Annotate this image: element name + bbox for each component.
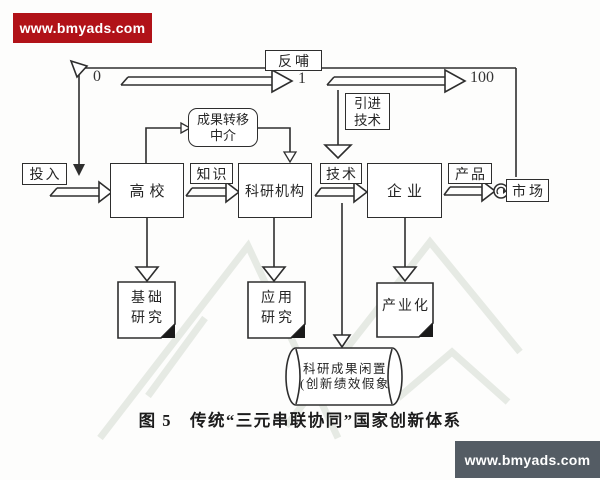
node-transfer-intermediary: 成果转移 中介 — [188, 108, 258, 147]
applied-research-line2: 研究 — [261, 311, 295, 326]
arrow-enterprise-to-market — [443, 179, 497, 203]
banner-bottom-url: www.bmyads.com — [464, 451, 591, 468]
shape-industrialization-note — [376, 282, 434, 338]
line-imported-tech-arrow — [323, 90, 353, 160]
input-label: 投入 — [29, 168, 62, 183]
transfer-intermediary-line2: 中介 — [209, 127, 236, 143]
banner-top-url: www.bmyads.com — [19, 20, 146, 36]
line-institute-to-applied — [261, 218, 287, 283]
shape-applied-research-note — [247, 281, 306, 339]
feedback-down-arrowhead-icon — [73, 164, 85, 176]
product-label: 产品 — [455, 167, 487, 183]
label-product: 产品 — [448, 163, 492, 184]
node-industrialization: 产业化 — [377, 285, 433, 325]
university-label: 高校 — [129, 184, 170, 200]
label-hundred: 100 — [470, 69, 494, 86]
label-knowledge: 知识 — [190, 163, 233, 184]
feedback-loop-path — [69, 59, 517, 177]
line-technology-to-idle — [332, 203, 352, 349]
feedback-label: 反哺 — [278, 54, 312, 70]
line-enterprise-to-industrialization — [392, 218, 418, 283]
industrialization-label: 产业化 — [382, 299, 430, 314]
idle-achievements-line1: 科研成果闲置 — [302, 362, 387, 376]
line-intermediary-to-institute — [258, 127, 298, 164]
line-university-to-intermediary — [145, 121, 192, 163]
basic-research-line1: 基础 — [131, 291, 165, 306]
watermark-banner-bottom: www.bmyads.com — [455, 441, 600, 478]
transfer-intermediary-line1: 成果转移 — [196, 112, 249, 127]
figure-caption: 图 5 传统“三元串联协同”国家创新体系 — [138, 411, 462, 430]
idle-achievements-line2: (创新绩效假象 — [300, 377, 390, 391]
node-enterprise: 企业 — [367, 163, 442, 218]
arrow-input-to-university — [49, 180, 114, 204]
flow-scale-arrow-1-100 — [326, 68, 467, 94]
flow-scale-arrow-0-1 — [120, 68, 294, 94]
node-applied-research: 应用 研究 — [248, 287, 305, 331]
node-feedback: 反哺 — [265, 50, 322, 71]
enterprise-label: 企业 — [386, 184, 427, 200]
node-basic-research: 基础 研究 — [118, 287, 175, 331]
line-university-to-basic — [134, 218, 160, 283]
node-idle-achievements: 科研成果闲置 (创新绩效假象 — [291, 356, 399, 398]
node-research-institute: 科研机构 — [238, 163, 312, 218]
research-institute-label: 科研机构 — [245, 184, 305, 200]
imported-technology-line1: 引进 — [354, 95, 381, 111]
imported-technology-line2: 技术 — [354, 112, 381, 128]
feedback-corner-arrowhead-icon — [69, 59, 89, 79]
technology-label: 技术 — [326, 167, 358, 183]
arrow-university-to-institute — [185, 180, 241, 204]
label-zero: 0 — [93, 68, 101, 85]
applied-research-line1: 应用 — [261, 291, 295, 306]
market-label: 市场 — [512, 184, 546, 200]
node-market: 市场 — [506, 179, 549, 202]
node-university: 高校 — [110, 163, 184, 218]
node-imported-technology: 引进 技术 — [345, 93, 390, 130]
basic-research-line2: 研究 — [131, 311, 165, 326]
watermark-banner-top: www.bmyads.com — [13, 13, 152, 43]
node-input: 投入 — [22, 163, 67, 185]
arrow-institute-to-enterprise — [314, 180, 369, 204]
label-one: 1 — [298, 70, 306, 87]
shape-idle-cylinder — [285, 347, 403, 406]
shape-basic-research-note — [117, 281, 176, 339]
label-technology: 技术 — [320, 163, 362, 184]
knowledge-label: 知识 — [196, 167, 229, 183]
